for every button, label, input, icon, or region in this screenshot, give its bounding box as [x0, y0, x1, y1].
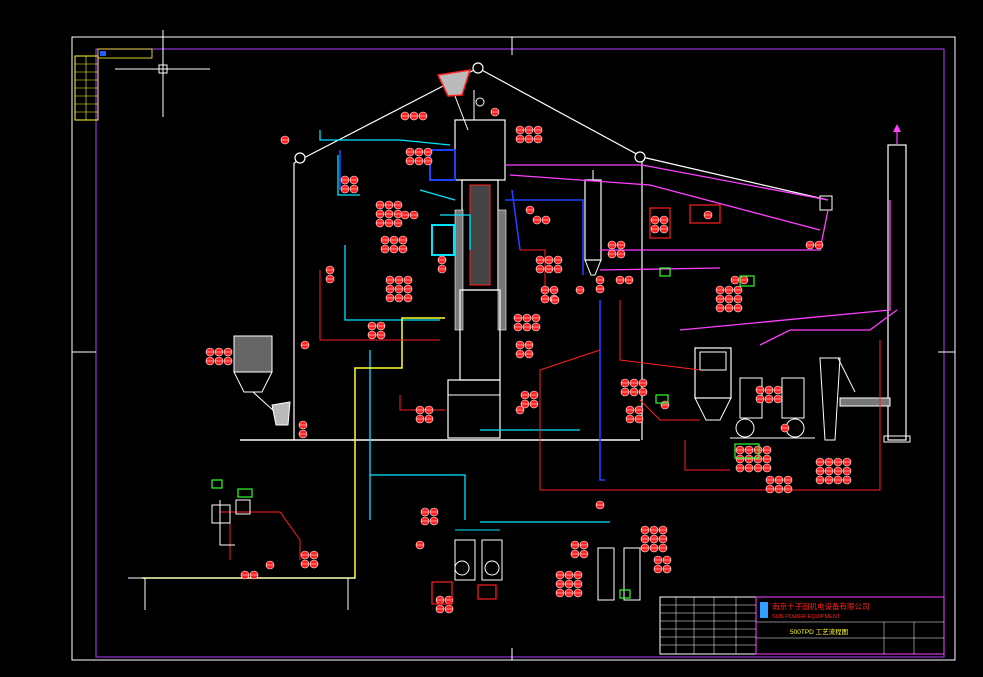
- preheater-column: [584, 170, 602, 276]
- tag-box: [211, 479, 223, 489]
- tag-box: [655, 394, 669, 404]
- storage-bin: [233, 335, 291, 426]
- chimney-stack: [883, 124, 911, 443]
- equipment-tag-boxes: [211, 204, 760, 605]
- tag-box: [734, 443, 760, 459]
- tag-box: [689, 204, 721, 224]
- gas-lines: [505, 164, 898, 346]
- feed-hopper: [436, 69, 472, 131]
- tag-box: [431, 581, 453, 605]
- revision-stamp: [74, 48, 153, 121]
- signal-lines: [220, 249, 881, 560]
- screw-conveyor: [819, 357, 891, 441]
- bag-filter: [694, 347, 732, 421]
- kiln-column: [429, 90, 507, 439]
- pump-station: [454, 529, 641, 601]
- company-name-en: SUN POWER EQUIPMENT: [772, 614, 841, 620]
- water-lines: [339, 150, 605, 481]
- air-lines: [319, 130, 610, 523]
- tag-box: [739, 275, 755, 287]
- heat-exchanger: [819, 195, 833, 211]
- tag-box: [649, 207, 671, 239]
- tag-box: [659, 267, 671, 277]
- ucs-crosshair-icon: [115, 30, 210, 117]
- tag-box: [477, 584, 497, 600]
- instrument-tags: [205, 107, 852, 614]
- tag-box: [619, 589, 631, 599]
- company-name-cn: 南京十子固机电设备有限公司: [772, 601, 870, 611]
- inner-frame: [95, 48, 945, 658]
- outer-frame: [71, 36, 956, 661]
- utility-lines: [128, 499, 355, 610]
- tag-box: [237, 488, 253, 498]
- title-block: 南京十子固机电设备有限公司 SUN POWER EQUIPMENT 500TPD…: [659, 596, 945, 655]
- frame-center-marks: [72, 37, 955, 660]
- drawing-title: 500TPD 工艺流程图: [790, 627, 848, 636]
